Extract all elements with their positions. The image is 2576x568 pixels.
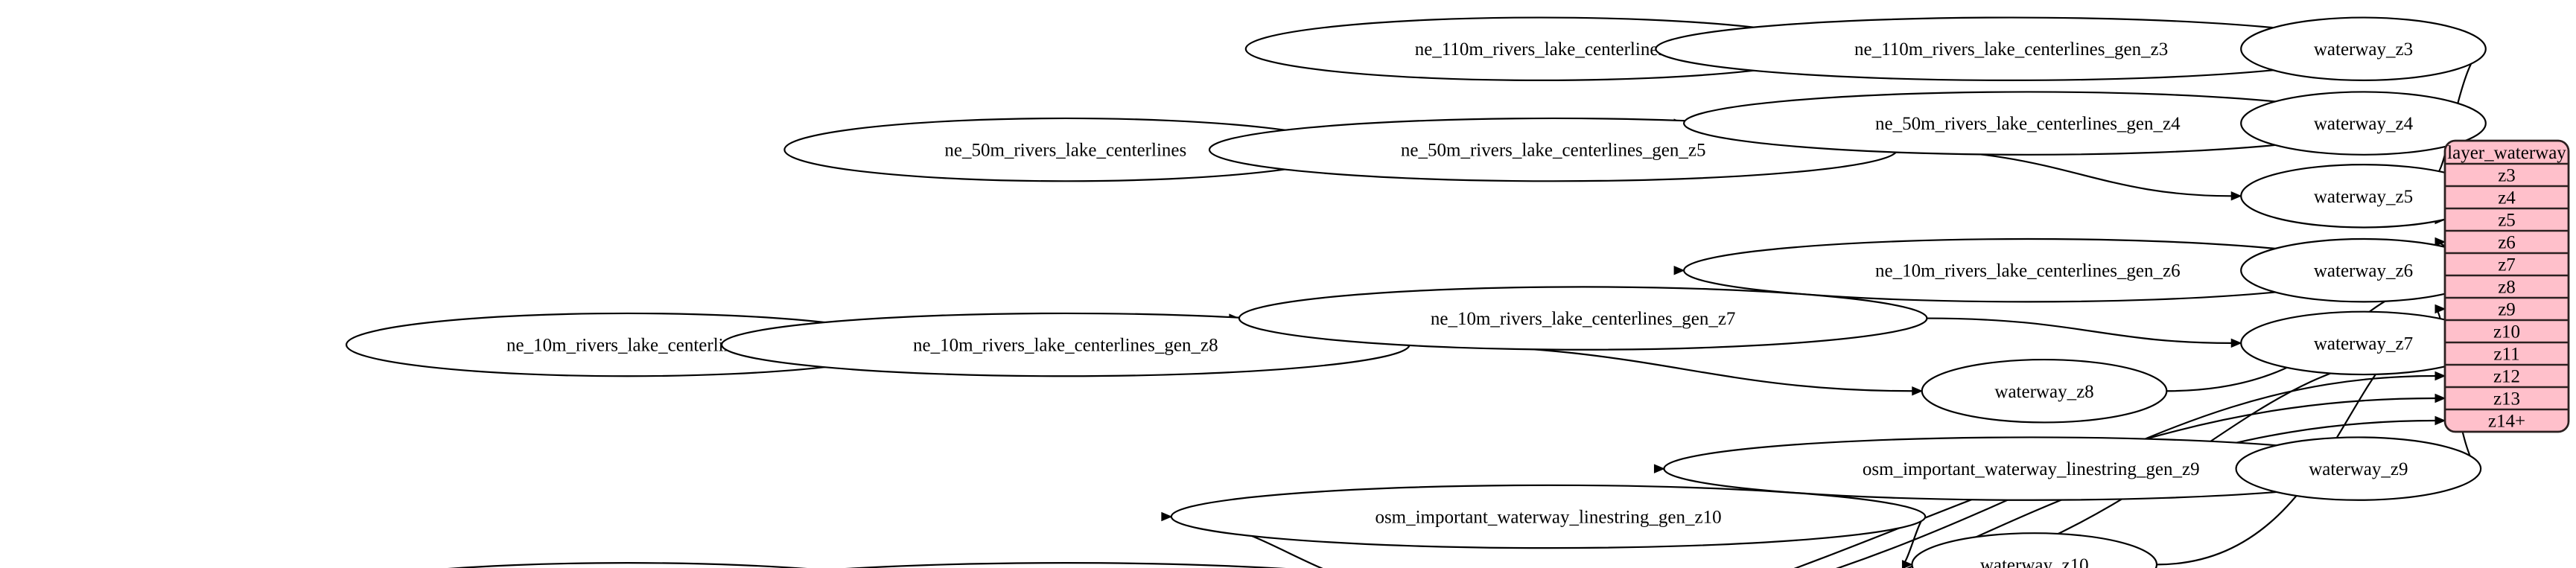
node-osm_important_waterway_linestring[interactable]: osm_important_waterway_linestring bbox=[320, 562, 935, 568]
edge-line bbox=[1409, 344, 1912, 392]
legend-row-z9[interactable]: z9 bbox=[2498, 300, 2516, 320]
edge-arrowhead bbox=[2435, 237, 2446, 247]
node-label: ne_50m_rivers_lake_centerlines_gen_z4 bbox=[1875, 114, 2181, 134]
node-shape bbox=[448, 562, 807, 568]
edge-line bbox=[1927, 317, 2232, 344]
edge-arrowhead bbox=[1901, 560, 1913, 568]
node-label: waterway_z3 bbox=[2314, 39, 2413, 60]
node-shape bbox=[1911, 532, 2158, 568]
node-label: ne_110m_rivers_lake_centerlines bbox=[1415, 39, 1665, 60]
edge-waterway_z13-to-layer_waterway.z13 bbox=[1793, 393, 2446, 568]
node-label: waterway_z10 bbox=[1980, 555, 2089, 568]
node-waterway_z4[interactable]: waterway_z4 bbox=[2240, 91, 2487, 156]
edge-arrowhead bbox=[1161, 511, 1173, 522]
edge-arrowhead bbox=[2435, 415, 2446, 426]
node-osm_important_waterway_linestring_gen_z11[interactable]: osm_important_waterway_linestring_gen_z1… bbox=[689, 562, 1443, 568]
node-label: ne_110m_rivers_lake_centerlines_gen_z3 bbox=[1854, 39, 2168, 60]
node-shape bbox=[1921, 358, 2168, 424]
edge-line bbox=[1836, 374, 2436, 568]
node-shape bbox=[2240, 16, 2487, 82]
legend-row-z4[interactable]: z4 bbox=[2498, 188, 2516, 208]
legend-row-z8[interactable]: z8 bbox=[2498, 278, 2516, 298]
node-label: ne_50m_rivers_lake_centerlines_gen_z5 bbox=[1401, 141, 1706, 161]
edge-line bbox=[1897, 149, 2232, 197]
edge-waterway_z12-to-layer_waterway.z12 bbox=[1836, 371, 2446, 568]
node-label: waterway_z7 bbox=[2314, 334, 2413, 354]
edge-line bbox=[1793, 397, 2436, 568]
edge-ne_10m_rivers_lake_centerlines_gen_z7-to-waterway_z7 bbox=[1927, 317, 2242, 348]
legend-row-z3[interactable]: z3 bbox=[2498, 166, 2516, 186]
node-waterway_z6[interactable]: waterway_z6 bbox=[2240, 237, 2487, 303]
node-osm_important_waterway_linestring_gen_z10[interactable]: osm_important_waterway_linestring_gen_z1… bbox=[1170, 484, 1927, 549]
edge-arrowhead bbox=[1673, 265, 1685, 275]
node-label: ne_10m_rivers_lake_centerlines_gen_z6 bbox=[1875, 261, 2181, 281]
node-ne_50m_rivers_lake_centerlines[interactable]: ne_50m_rivers_lake_centerlines bbox=[783, 117, 1348, 182]
node-ne_10m_rivers_lake_centerlines_gen_z7[interactable]: ne_10m_rivers_lake_centerlines_gen_z7 bbox=[1238, 286, 1928, 351]
node-label: ne_50m_rivers_lake_centerlines bbox=[944, 141, 1186, 161]
node-shape bbox=[1170, 484, 1927, 549]
node-shape bbox=[2235, 436, 2482, 501]
edge-arrowhead bbox=[1653, 464, 1665, 473]
node-waterway_z9[interactable]: waterway_z9 bbox=[2235, 436, 2482, 501]
edge-arrowhead bbox=[2230, 191, 2242, 201]
node-shape bbox=[845, 562, 1286, 568]
node-label: ne_10m_rivers_lake_centerlines bbox=[506, 336, 748, 356]
node-ne_110m_rivers_lake_centerlines_gen_z3[interactable]: ne_110m_rivers_lake_centerlines_gen_z3 bbox=[1655, 16, 2368, 82]
legend-row-z14plus[interactable]: z14+ bbox=[2488, 412, 2525, 432]
node-label: osm_important_waterway_linestring_gen_z9 bbox=[1863, 459, 2200, 479]
node-label: osm_important_waterway_linestring_gen_z1… bbox=[1375, 507, 1721, 527]
node-shape bbox=[2240, 91, 2487, 156]
legend-row-z5[interactable]: z5 bbox=[2498, 211, 2516, 231]
node-waterway_z8[interactable]: waterway_z8 bbox=[1921, 358, 2168, 424]
legend-table-outline bbox=[2443, 139, 2570, 433]
nodes-layer: imposm3osm_waterway_linestringne_110m_ri… bbox=[320, 16, 2487, 568]
node-label: waterway_z9 bbox=[2309, 459, 2408, 479]
node-label: ne_10m_rivers_lake_centerlines_gen_z7 bbox=[1431, 309, 1736, 329]
node-ne_50m_rivers_lake_centerlines_gen_z4[interactable]: ne_50m_rivers_lake_centerlines_gen_z4 bbox=[1682, 91, 2373, 156]
node-label: waterway_z4 bbox=[2314, 114, 2414, 134]
node-label: waterway_z5 bbox=[2314, 187, 2413, 207]
legend-row-z6[interactable]: z6 bbox=[2498, 233, 2516, 253]
legend-row-z13[interactable]: z13 bbox=[2493, 389, 2520, 409]
edge-arrowhead bbox=[2230, 338, 2242, 348]
node-waterway_z3[interactable]: waterway_z3 bbox=[2240, 16, 2487, 82]
node-label: ne_10m_rivers_lake_centerlines_gen_z8 bbox=[913, 336, 1218, 356]
legend-table-header: layer_waterway bbox=[2447, 143, 2566, 163]
legend-row-z10[interactable]: z10 bbox=[2493, 322, 2520, 342]
edge-ne_10m_rivers_lake_centerlines_gen_z8-to-waterway_z8 bbox=[1409, 344, 1924, 396]
legend-row-z7[interactable]: z7 bbox=[2498, 255, 2516, 275]
edge-arrowhead bbox=[2435, 371, 2446, 381]
node-label: waterway_z6 bbox=[2314, 261, 2413, 281]
node-waterway_z7[interactable]: waterway_z7 bbox=[2240, 310, 2487, 376]
node-waterway_z10[interactable]: waterway_z10 bbox=[1911, 532, 2158, 568]
edge-arrowhead bbox=[2435, 304, 2446, 314]
legend-row-z12[interactable]: z12 bbox=[2493, 367, 2520, 387]
node-label: waterway_z8 bbox=[1994, 382, 2093, 402]
edge-ne_50m_rivers_lake_centerlines_gen_z5-to-waterway_z5 bbox=[1897, 149, 2242, 201]
edge-arrowhead bbox=[1912, 386, 1924, 396]
edge-arrowhead bbox=[2435, 393, 2446, 403]
legend-row-z11[interactable]: z11 bbox=[2493, 345, 2519, 365]
node-shape bbox=[1238, 286, 1928, 351]
